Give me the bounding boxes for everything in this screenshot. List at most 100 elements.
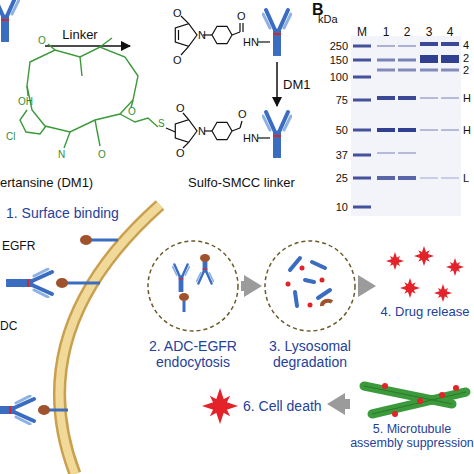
figure-label: N [198,126,206,137]
egfr-receptor [90,239,118,242]
gel-band [398,69,416,72]
figure-label: O [128,107,136,117]
figure-label: 1 [383,26,390,38]
cell-death-burst [200,386,241,427]
figure-label: Linker [62,28,97,41]
antibody-icon [0,396,34,424]
figure-label: 3 [426,26,433,38]
figure-label: HN [243,37,259,48]
gel-band [353,129,371,132]
gel-band [377,69,395,72]
gel-bands [353,42,459,209]
egfr-receptor [48,409,68,412]
egfr-receptor [56,278,68,288]
figure-label: OH [18,97,33,107]
step-label: 6. Cell death [243,398,327,414]
drug-particles [382,383,459,417]
gel-band [377,128,395,132]
figure-label: 25 [336,173,348,184]
egfr-receptor [179,293,189,301]
gel-band [420,177,438,179]
egfr-receptor [80,235,92,245]
figure-label: H [463,93,471,104]
gel-band [398,152,416,154]
gel-band [353,177,371,180]
drug-star [413,245,436,268]
gel-background [351,36,461,216]
step-label: 3. Lysosomal degradation [262,338,358,370]
process-arrow [241,281,248,291]
gel-band [353,154,371,157]
process-circle: 2. ADC-EGFR endocytosis [145,238,241,373]
figure-label: 4 [463,40,469,51]
figure-label: 2 [463,53,469,64]
figure-label: DC [0,320,17,332]
figure-label: O [237,11,246,22]
antibody-icon [0,0,19,41]
gel-band [377,176,395,180]
gel-band [420,55,438,63]
figure-label: O [173,55,182,66]
figure-label: 10 [336,202,348,213]
figure-label: 50 [336,125,348,136]
gel-band [377,152,395,154]
antibody-icon [7,269,52,297]
figure-label: L [463,173,469,184]
gel-band [441,55,459,63]
figure-label: 250 [330,41,348,52]
gel-band [353,59,371,62]
dashed-vesicle [265,241,355,331]
figure-label: S [158,119,165,129]
gel-band [398,45,416,47]
figure-label: 75 [336,95,348,106]
node-outline [262,238,358,334]
gel-band [441,177,459,179]
figure-label: O [173,8,182,19]
figure-label: Sulfo-SMCC linker [188,176,295,189]
figure-label: 100 [330,72,348,83]
figure-label: HN [243,133,259,144]
gel-band [353,99,371,102]
figure-label: ertansine (DM1) [0,176,93,189]
reaction-arrow [45,45,130,47]
figure-label: H [463,125,471,136]
antibody-icon [173,264,190,291]
figure-label: kDa [318,14,338,25]
figure-label: O [176,103,185,114]
figure-label: DM1 [283,78,310,91]
drug-star [385,251,405,271]
gel-band [420,69,438,72]
step-label: 1. Surface binding [6,205,156,221]
microtubule-stripes [364,386,466,414]
drug-star [399,277,422,300]
figure-label: M [357,26,367,38]
step-label: 4. Drug release [376,305,474,320]
cell-membrane [59,205,160,474]
figure-label: O [238,109,247,120]
node-outline [145,238,241,334]
dm1-structure [20,38,158,148]
process-step: 1. Surface binding [6,203,156,225]
egfr-receptor [38,405,50,415]
antibody-icon [263,10,291,55]
figure-label: 37 [336,150,348,161]
figure-label: O [176,148,185,159]
gel-band [353,45,371,48]
antibody-fragments [290,258,330,306]
step-label: 5. Microtubule assembly suppression [350,422,474,451]
gel-band [398,59,416,62]
egfr-receptor [200,254,210,262]
egfr-fragment [322,301,332,306]
gel-band [441,129,459,131]
microtubule [364,386,466,414]
gel-band [420,97,438,99]
step-label: 2. ADC-EGFR endocytosis [145,338,241,370]
process-arrow [358,281,362,291]
gel-band [441,42,459,46]
drug-particles [286,266,325,308]
figure-label: O [38,36,46,46]
figure-label: O [98,150,106,160]
gel-band [398,176,416,180]
